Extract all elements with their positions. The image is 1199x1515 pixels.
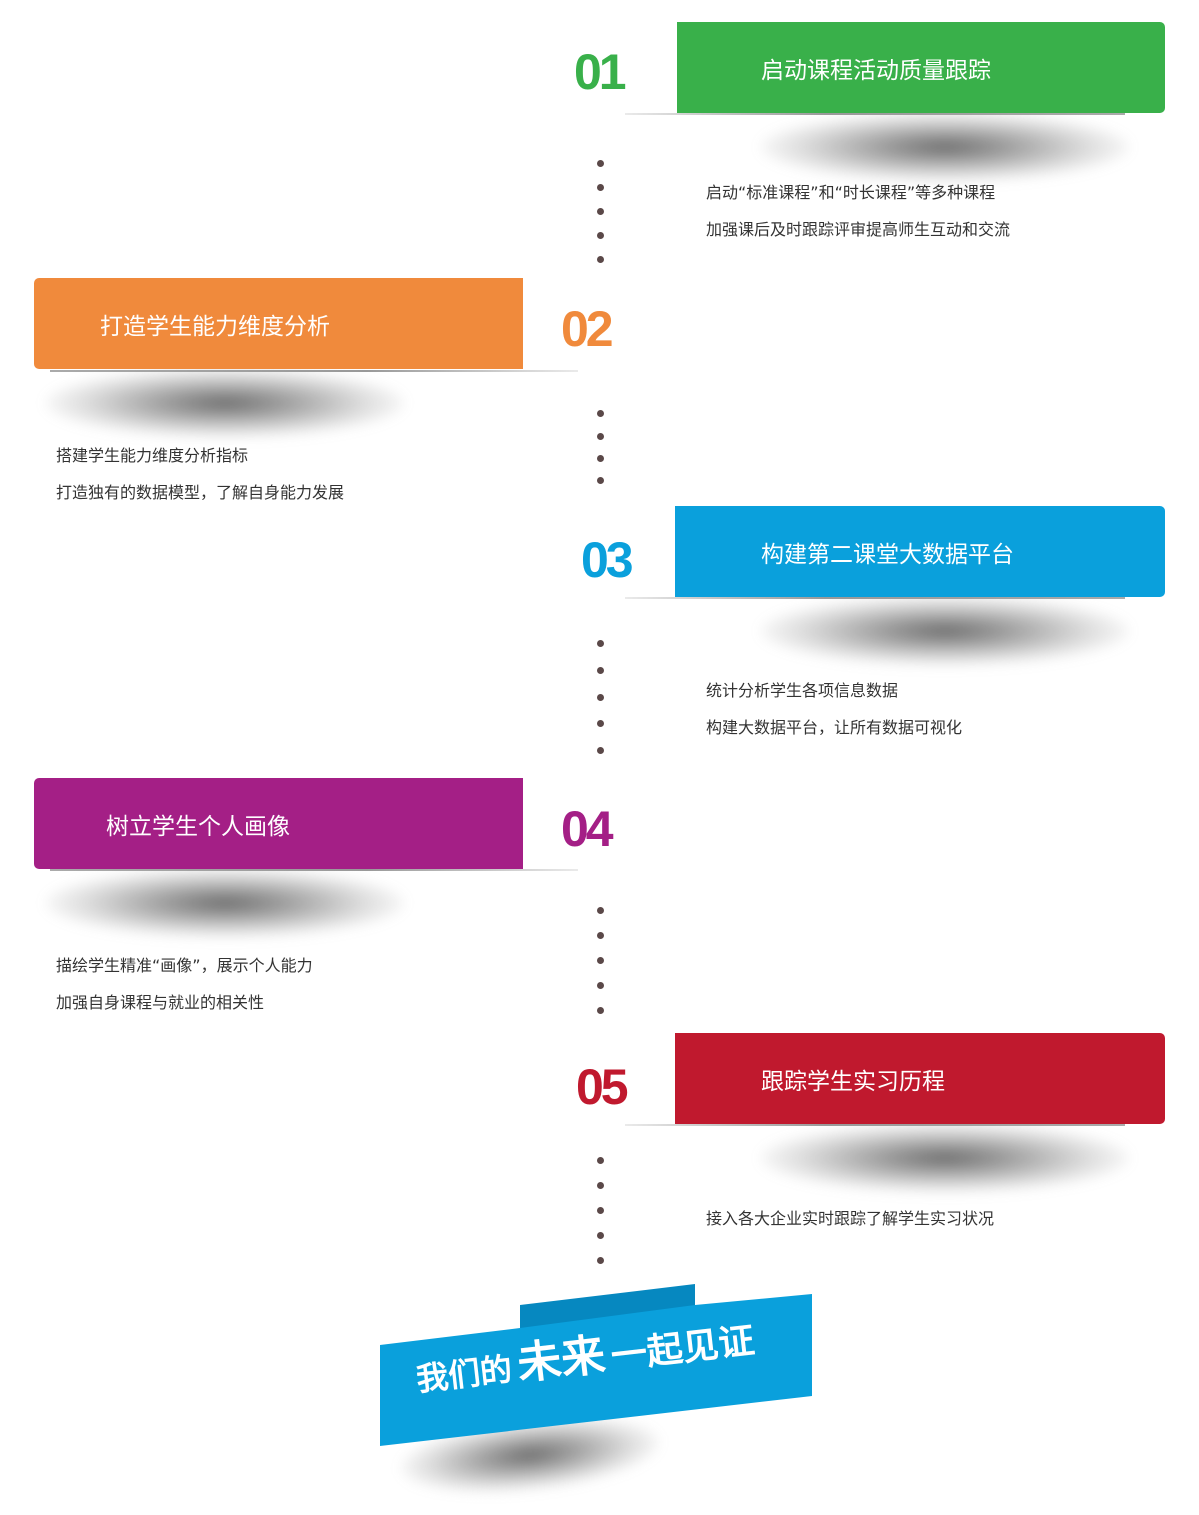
timeline-dot <box>597 256 604 263</box>
timeline-dot <box>597 184 604 191</box>
step-title-5: 跟踪学生实习历程 <box>761 1068 945 1095</box>
timeline-dot <box>597 667 604 674</box>
timeline-dot <box>597 208 604 215</box>
step-description-5: 接入各大企业实时跟踪了解学生实习状况 <box>706 1200 994 1237</box>
banner-text-part1: 我们的 <box>414 1349 515 1399</box>
timeline-dot <box>597 1257 604 1264</box>
timeline-dot <box>597 410 604 417</box>
timeline-dot <box>597 982 604 989</box>
desc-line: 搭建学生能力维度分析指标 <box>56 446 249 465</box>
bar-shadow-3 <box>760 596 1130 666</box>
step-title-3: 构建第二课堂大数据平台 <box>761 541 1014 568</box>
divider-line-1 <box>625 113 1125 115</box>
step-description-4: 描绘学生精准“画像”，展示个人能力加强自身课程与就业的相关性 <box>56 947 313 1021</box>
timeline-dot <box>597 433 604 440</box>
timeline-dot <box>597 1182 604 1189</box>
bar-shadow-4 <box>45 868 405 938</box>
timeline-dot <box>597 694 604 701</box>
step-title-bar-1: 启动课程活动质量跟踪 <box>677 22 1165 113</box>
step-number-2: 02 <box>561 301 614 357</box>
divider-line-3 <box>625 597 1125 599</box>
timeline-dot <box>597 957 604 964</box>
timeline-dot <box>597 907 604 914</box>
timeline-dot <box>597 160 604 167</box>
timeline-dot <box>597 720 604 727</box>
timeline-dot <box>597 455 604 462</box>
step-title-2: 打造学生能力维度分析 <box>100 313 330 340</box>
timeline-dot <box>597 232 604 239</box>
step-title-bar-3: 构建第二课堂大数据平台 <box>675 506 1165 597</box>
step-title-4: 树立学生个人画像 <box>106 813 290 840</box>
step-title-bar-5: 跟踪学生实习历程 <box>675 1033 1165 1124</box>
divider-line-2 <box>50 370 578 372</box>
timeline-dot <box>597 1007 604 1014</box>
timeline-dot <box>597 640 604 647</box>
banner-back-flap <box>520 1284 695 1330</box>
step-description-2: 搭建学生能力维度分析指标打造独有的数据模型，了解自身能力发展 <box>56 437 344 511</box>
step-number-5: 05 <box>576 1059 629 1115</box>
timeline-dot <box>597 1232 604 1239</box>
divider-line-5 <box>625 1124 1125 1126</box>
timeline-dot <box>597 747 604 754</box>
banner-front <box>380 1294 812 1446</box>
step-title-bar-2: 打造学生能力维度分析 <box>34 278 523 369</box>
desc-line: 统计分析学生各项信息数据 <box>706 681 899 700</box>
step-number-4: 04 <box>561 801 614 857</box>
divider-line-4 <box>50 869 578 871</box>
timeline-dot <box>597 477 604 484</box>
timeline-dot <box>597 1207 604 1214</box>
desc-line: 启动“标准课程”和“时长课程”等多种课程 <box>706 183 996 202</box>
bar-shadow-2 <box>45 368 405 438</box>
timeline-dot <box>597 1157 604 1164</box>
timeline-dot <box>597 932 604 939</box>
step-number-1: 01 <box>574 44 627 100</box>
desc-line: 描绘学生精准“画像”，展示个人能力 <box>56 956 313 975</box>
desc-line: 接入各大企业实时跟踪了解学生实习状况 <box>706 1209 995 1228</box>
desc-line: 加强自身课程与就业的相关性 <box>56 993 265 1012</box>
bar-shadow-1 <box>760 112 1130 182</box>
step-description-3: 统计分析学生各项信息数据构建大数据平台，让所有数据可视化 <box>706 672 962 746</box>
desc-line: 加强课后及时跟踪评审提高师生互动和交流 <box>706 220 1011 239</box>
bar-shadow-5 <box>760 1123 1130 1193</box>
step-title-1: 启动课程活动质量跟踪 <box>761 57 991 84</box>
desc-line: 打造独有的数据模型，了解自身能力发展 <box>56 483 345 502</box>
step-number-3: 03 <box>581 532 634 588</box>
desc-line: 构建大数据平台，让所有数据可视化 <box>706 718 963 737</box>
banner-text-part2: 未来 <box>514 1329 608 1391</box>
step-title-bar-4: 树立学生个人画像 <box>34 778 523 869</box>
step-description-1: 启动“标准课程”和“时长课程”等多种课程加强课后及时跟踪评审提高师生互动和交流 <box>706 174 1010 248</box>
